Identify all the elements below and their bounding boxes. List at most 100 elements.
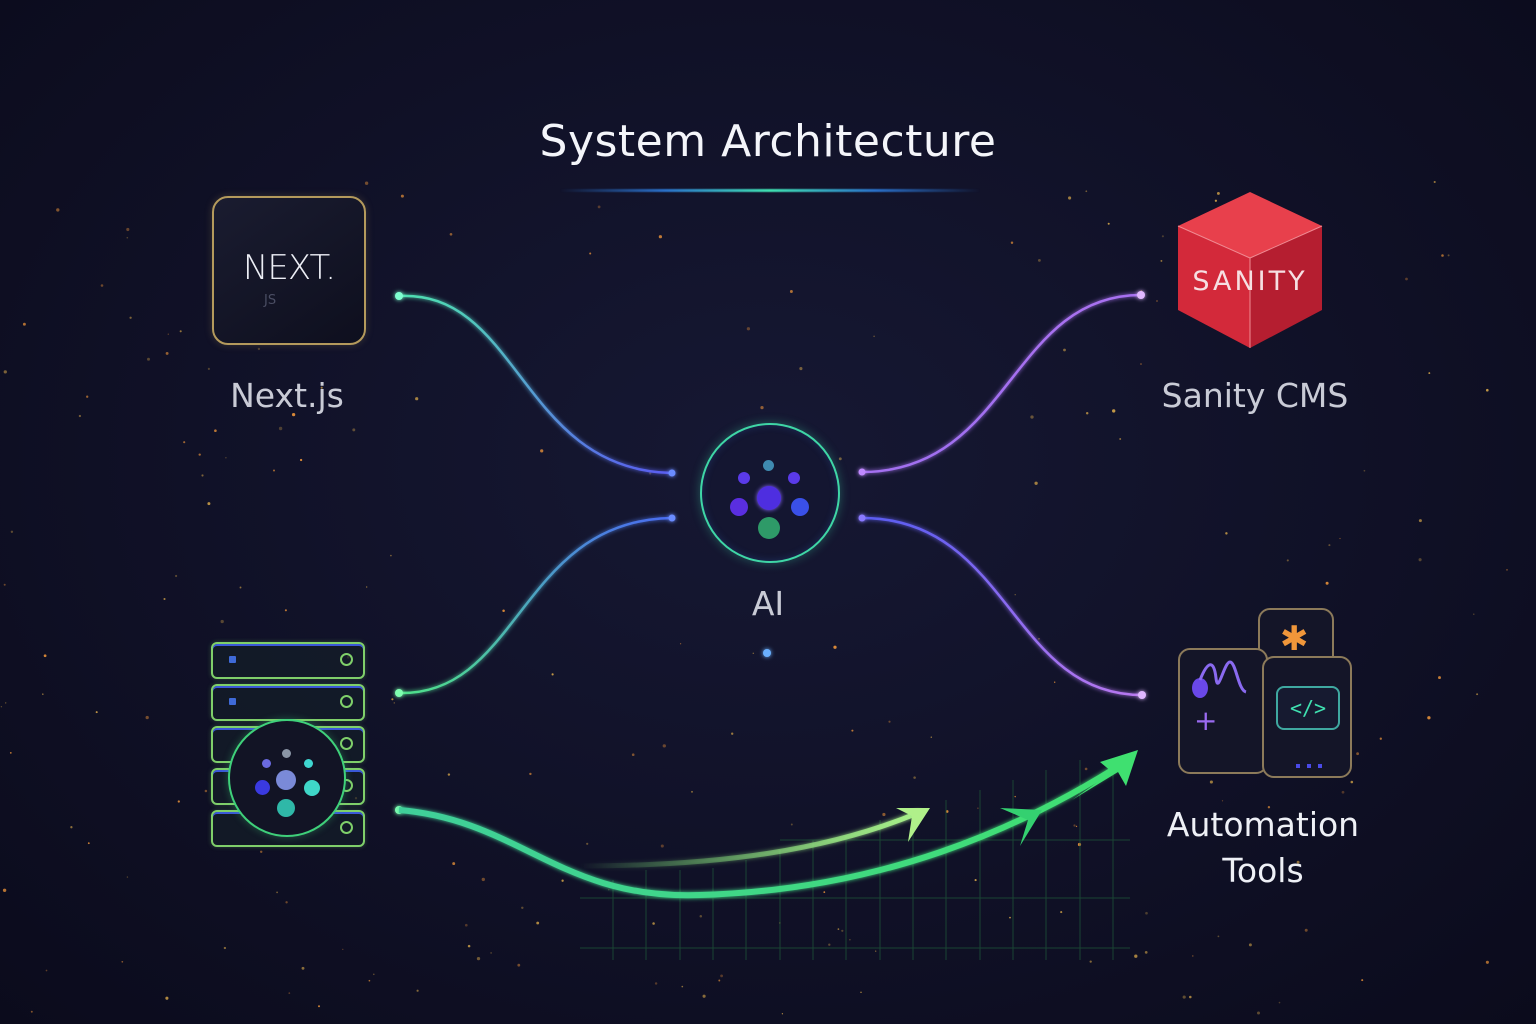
star-particle (284, 609, 287, 612)
svg-text:+: + (1194, 704, 1217, 730)
star-particle (1257, 1011, 1260, 1015)
star-particle (318, 1005, 320, 1008)
star-particle (9, 752, 12, 754)
star-particle (561, 879, 564, 882)
star-particle (720, 974, 724, 978)
star-particle (1063, 348, 1066, 352)
star-particle (691, 790, 693, 793)
ai-dot (788, 472, 800, 484)
growth-arrow-secondary (579, 809, 921, 869)
ai-label: AI (751, 584, 785, 623)
star-particle (718, 979, 721, 982)
star-particle (1296, 860, 1300, 864)
star-particle (257, 347, 261, 351)
star-particle (1428, 372, 1431, 375)
star-particle (540, 449, 544, 453)
star-particle (654, 982, 658, 985)
star-particle (838, 457, 842, 461)
sanity-cube-icon[interactable]: SANITY (1170, 188, 1330, 353)
star-particle (1085, 190, 1088, 193)
nextjs-logo[interactable]: NEXT. JS (212, 196, 366, 345)
star-particle (416, 989, 419, 992)
star-particle (1447, 254, 1450, 257)
star-particle (163, 597, 166, 601)
star-particle (551, 673, 554, 676)
star-particle (851, 729, 854, 732)
star-particle (1161, 235, 1164, 238)
star-particle (1030, 415, 1034, 419)
ai-hub-icon[interactable] (700, 423, 840, 563)
star-particle (467, 944, 471, 948)
star-particle (129, 316, 132, 319)
star-particle (1433, 180, 1436, 184)
star-particle (259, 850, 263, 854)
star-particle (87, 842, 90, 845)
star-particle (145, 715, 149, 720)
star-particle (1182, 995, 1186, 999)
star-particle (1304, 928, 1308, 932)
star-particle (301, 966, 305, 970)
nextjs-logo-subtext: JS (264, 293, 277, 308)
star-particle (875, 950, 877, 952)
star-particle (841, 929, 844, 932)
star-particle (285, 901, 288, 904)
star-particle (823, 891, 826, 893)
star-particle (278, 426, 283, 431)
star-particle (517, 963, 521, 967)
growth-arrow-main (398, 757, 1130, 899)
star-particle (1485, 388, 1489, 392)
star-particle (175, 574, 178, 578)
star-particle (126, 876, 129, 878)
star-particle (291, 412, 296, 417)
sanity-label: Sanity CMS (1161, 376, 1349, 415)
wave-icon: + (1192, 660, 1247, 737)
star-particle (1441, 254, 1444, 257)
automation-card-code: </> (1262, 656, 1352, 778)
star-particle (1134, 954, 1138, 958)
star-particle (1341, 790, 1345, 794)
star-particle (1267, 806, 1271, 809)
server-row (211, 684, 365, 721)
star-particle (1144, 951, 1148, 954)
star-particle (223, 946, 227, 950)
star-particle (1014, 795, 1016, 798)
title-underline (560, 189, 980, 192)
growth-grid (580, 760, 1130, 960)
ai-dot (738, 472, 750, 484)
star-particle (760, 405, 764, 410)
star-particle (1278, 1001, 1281, 1004)
ai-dot (757, 486, 781, 510)
star-particle (1054, 681, 1056, 683)
star-particle (126, 227, 130, 232)
star-particle (731, 732, 734, 735)
star-particle (147, 357, 150, 361)
star-particle (366, 586, 368, 588)
star-particle (945, 810, 949, 813)
star-particle (121, 960, 124, 963)
star-particle (45, 969, 48, 972)
automation-card-wave: + (1178, 648, 1268, 774)
star-particle (239, 586, 242, 589)
star-particle (1140, 363, 1142, 365)
star-particle (352, 428, 356, 432)
star-particle (974, 879, 977, 882)
star-particle (56, 208, 60, 212)
star-particle (167, 333, 169, 335)
star-particle (447, 773, 451, 776)
star-particle (1068, 196, 1072, 200)
star-particle (930, 736, 933, 738)
ai-dot (763, 460, 774, 471)
star-particle (1089, 960, 1092, 963)
star-particle (1038, 637, 1040, 640)
star-particle (207, 502, 211, 506)
connector-automation-ai (861, 516, 1143, 697)
star-particle (220, 619, 224, 624)
star-particle (1214, 199, 1218, 202)
star-particle (1418, 519, 1422, 523)
star-particle (490, 952, 492, 954)
star-particle (449, 232, 453, 236)
star-particle (1192, 955, 1194, 957)
star-particle (476, 956, 481, 961)
star-particle (393, 702, 396, 704)
star-particle (1119, 438, 1122, 440)
